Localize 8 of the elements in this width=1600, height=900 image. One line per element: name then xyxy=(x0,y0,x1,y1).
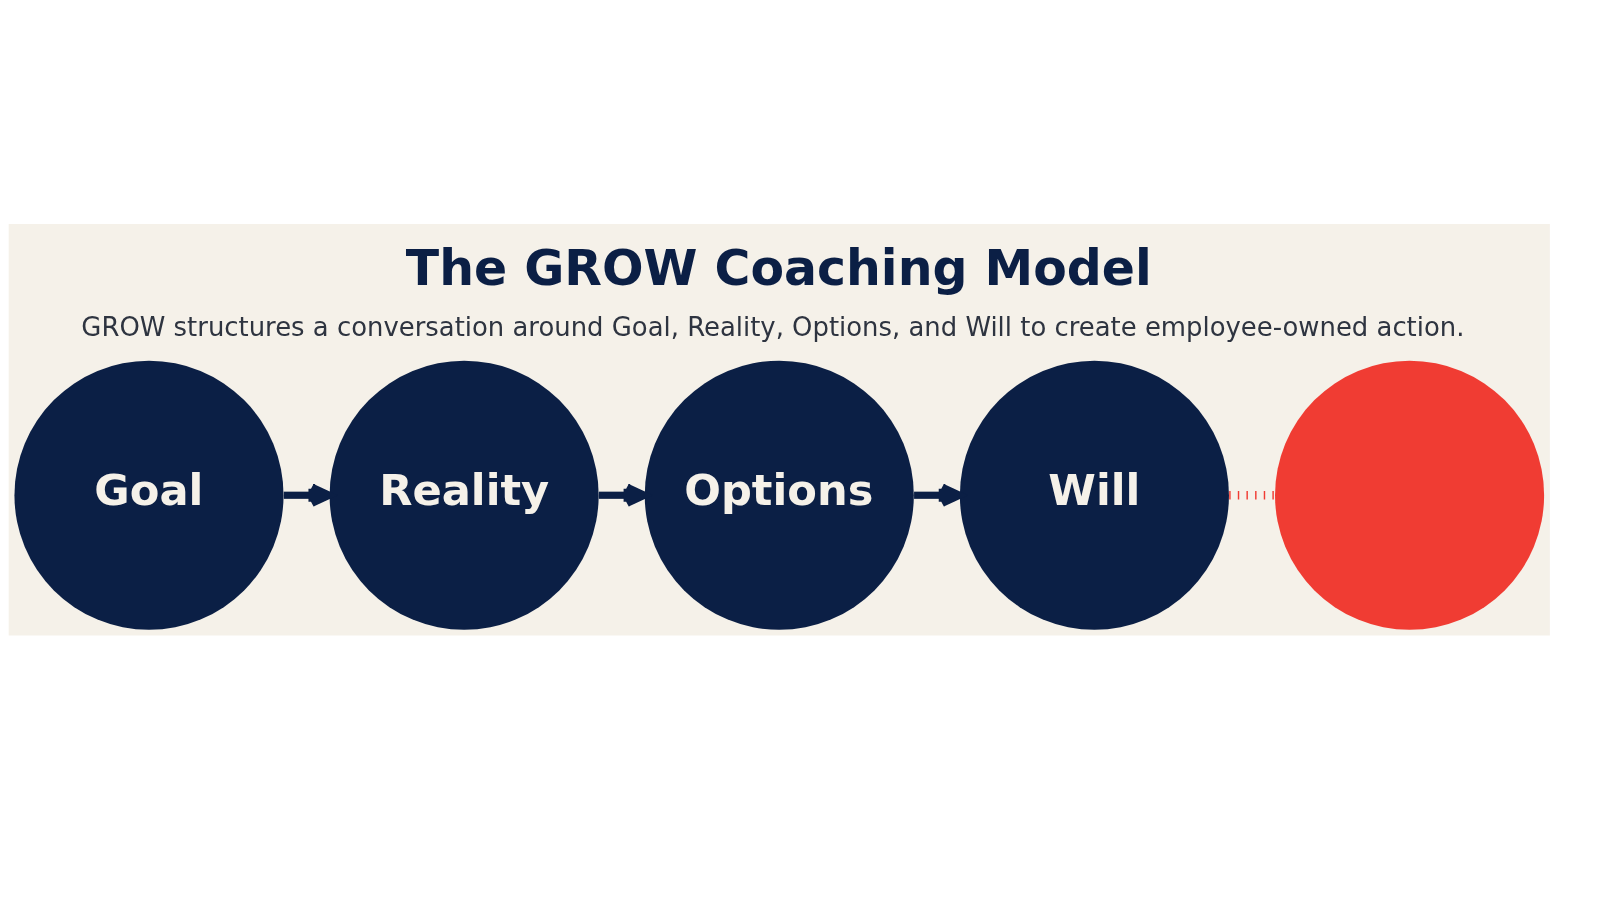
diagram-title: The GROW Coaching Model xyxy=(405,239,1152,297)
node-circle xyxy=(1275,360,1545,630)
caption: GROW structures a conversation around Goal, Reality, Options, and Will to create employee-owned action. xyxy=(81,311,1465,342)
node-circle: Options xyxy=(644,360,914,630)
node-circle: Goal xyxy=(14,360,284,630)
connector xyxy=(1229,490,1275,500)
node-circle: Reality xyxy=(329,360,599,630)
node-circle: Will xyxy=(959,360,1229,630)
